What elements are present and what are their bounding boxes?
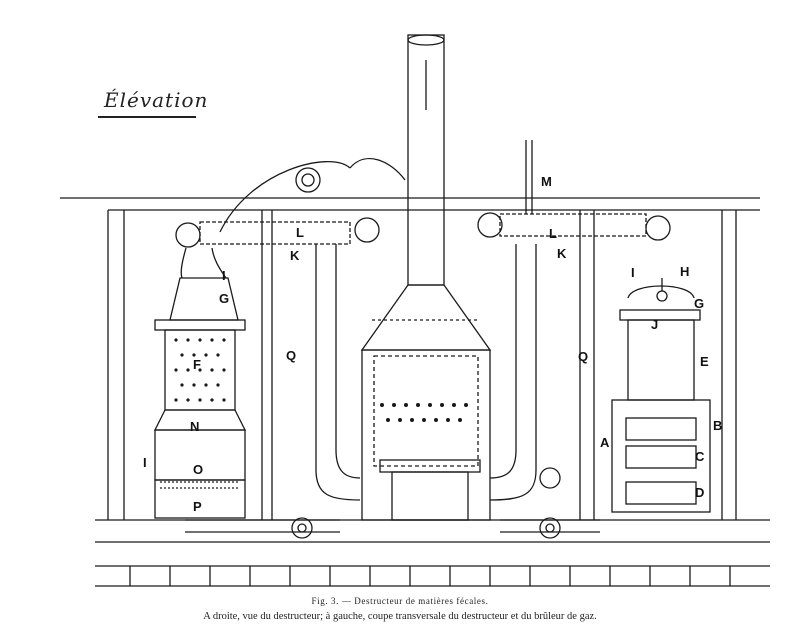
- label-m: M: [541, 174, 552, 189]
- bottom-piping: [185, 467, 600, 539]
- label-i-left-bottom: I: [143, 455, 147, 470]
- label-a: A: [600, 435, 610, 450]
- frame-structure: [60, 197, 760, 520]
- central-chimney: [360, 34, 492, 521]
- label-e: E: [700, 354, 709, 369]
- label-p: P: [193, 499, 202, 514]
- label-g-right: G: [694, 296, 705, 311]
- title-underline: [98, 116, 196, 118]
- label-n: N: [190, 419, 200, 434]
- label-g-left: G: [219, 291, 230, 306]
- central-holes: [380, 403, 468, 422]
- figure-caption-title: Fig. 3. — Destructeur de matières fécale…: [311, 596, 489, 606]
- label-b: B: [713, 418, 723, 433]
- left-burner-holes: [174, 338, 226, 402]
- label-j: J: [651, 317, 659, 332]
- label-d: D: [695, 485, 705, 500]
- left-burner: [153, 247, 247, 519]
- label-f: F: [193, 357, 201, 372]
- label-q-right: Q: [578, 349, 589, 364]
- riser-pipes: [315, 244, 537, 501]
- label-o: O: [193, 462, 204, 477]
- drawing-title: Élévation: [104, 88, 209, 112]
- right-destructor: [611, 278, 711, 513]
- figure-caption-description: A droite, vue du destructeur; à gauche, …: [203, 611, 597, 622]
- label-k-left: K: [290, 248, 300, 263]
- gas-pipes: [175, 140, 671, 248]
- label-c: C: [695, 449, 705, 464]
- label-q-left: Q: [286, 348, 297, 363]
- label-h: H: [680, 264, 690, 279]
- label-l-left: L: [296, 225, 304, 240]
- label-k-right: K: [557, 246, 567, 261]
- label-l-right: L: [549, 226, 557, 241]
- label-i-left-top: I: [222, 268, 226, 283]
- label-i-right: I: [631, 265, 635, 280]
- floor: [95, 519, 770, 587]
